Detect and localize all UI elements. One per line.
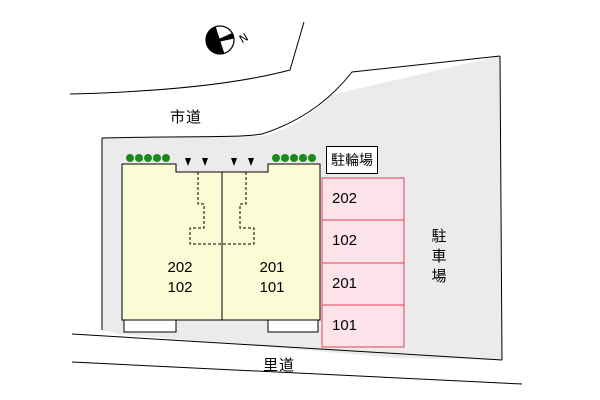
parking-slot-label: 201 (332, 275, 358, 292)
parking-slot-101 (321, 304, 405, 348)
tree (126, 154, 134, 162)
tree (144, 154, 152, 162)
tree (153, 154, 161, 162)
parking-slot-label: 102 (332, 232, 358, 249)
unit-east-upper: 201 (259, 259, 285, 276)
unit-west-label: 202 102 (152, 258, 208, 298)
tree (290, 154, 298, 162)
unit-east-lower: 101 (259, 279, 285, 296)
stair-east (222, 172, 255, 245)
entrance-arrow-3 (231, 158, 237, 166)
tree (281, 154, 289, 162)
village-road-edge-upper (71, 333, 503, 361)
tree (135, 154, 143, 162)
lot-edge-east (499, 55, 503, 361)
building (121, 163, 321, 321)
village-road-edge-lower (71, 361, 523, 385)
parking-slot-label: 101 (332, 317, 358, 334)
tree (162, 154, 170, 162)
entrance-arrow-1 (185, 158, 191, 166)
parking-slot-201 (321, 262, 405, 306)
tree (272, 154, 280, 162)
balcony-east (267, 319, 319, 333)
parking-area-label: 駐車場 (431, 227, 447, 285)
trees-west (126, 154, 170, 162)
stair-west (189, 172, 222, 245)
parking-slot-102 (321, 219, 405, 264)
balcony-west (123, 319, 177, 333)
city-road-edge (101, 55, 501, 139)
unit-east-label: 201 101 (244, 258, 300, 298)
entrance-arrow-2 (202, 158, 208, 166)
parking-slot-label: 202 (332, 190, 358, 207)
svg-text:N: N (237, 31, 251, 46)
city-road-line-upper (69, 21, 305, 95)
compass-north-icon: N (205, 25, 251, 55)
village-road-label: 里道 (263, 356, 296, 374)
unit-west-lower: 102 (167, 279, 193, 296)
tree (308, 154, 316, 162)
entrance-arrow-4 (248, 158, 254, 166)
bicycle-parking-label: 駐輪場 (326, 146, 378, 174)
trees-east (272, 154, 316, 162)
tree (299, 154, 307, 162)
city-road-label: 市道 (170, 108, 203, 126)
parking-slot-202 (321, 177, 405, 221)
unit-west-upper: 202 (167, 259, 193, 276)
